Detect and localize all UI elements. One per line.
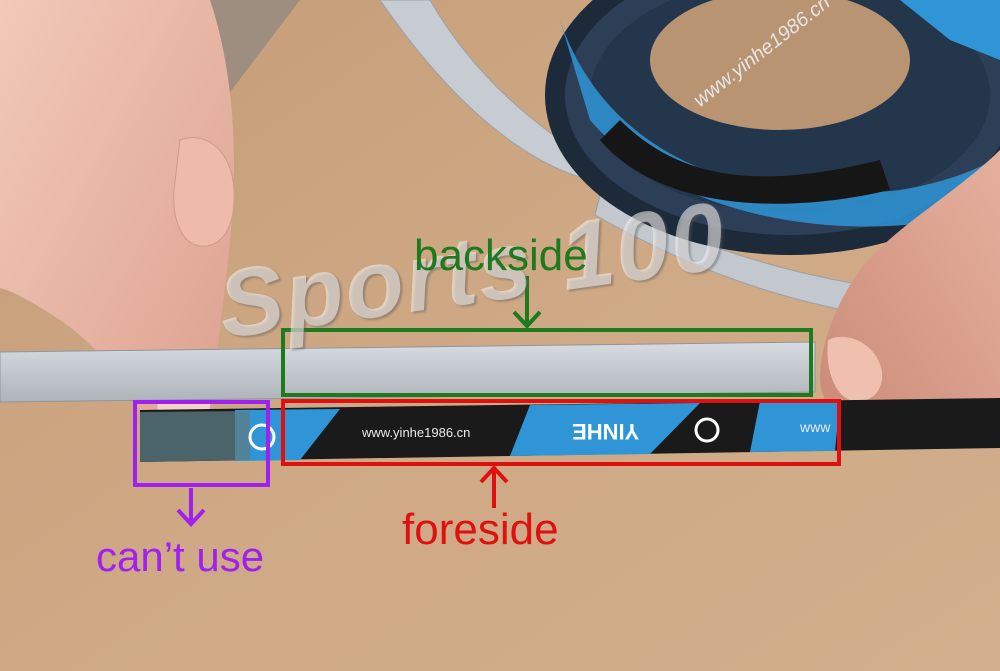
backside-box <box>281 328 813 397</box>
backside-label: backside <box>414 231 588 280</box>
tape-roll <box>545 0 1000 255</box>
foreside-strip <box>140 398 1000 462</box>
yinhe-logo-icon-2 <box>694 417 720 443</box>
backside-strip <box>0 341 816 403</box>
strip-url-partial-text: www <box>800 419 831 435</box>
foreside-box <box>281 399 841 466</box>
cant-use-label: can’t use <box>96 533 265 580</box>
strip-url-text: www.yinhe1986.cn <box>362 425 471 440</box>
cant-use-arrow <box>176 488 206 527</box>
left-hand <box>0 0 234 444</box>
strip-brand-text: YINHE <box>572 419 640 444</box>
cant-use-box <box>133 400 270 487</box>
foreside-arrow <box>479 465 509 508</box>
left-fingertip <box>173 136 235 247</box>
backside-arrow <box>512 276 542 329</box>
right-fingertip <box>827 336 883 402</box>
foreside-label: foreside <box>402 505 559 554</box>
yinhe-logo-icon <box>248 423 276 451</box>
